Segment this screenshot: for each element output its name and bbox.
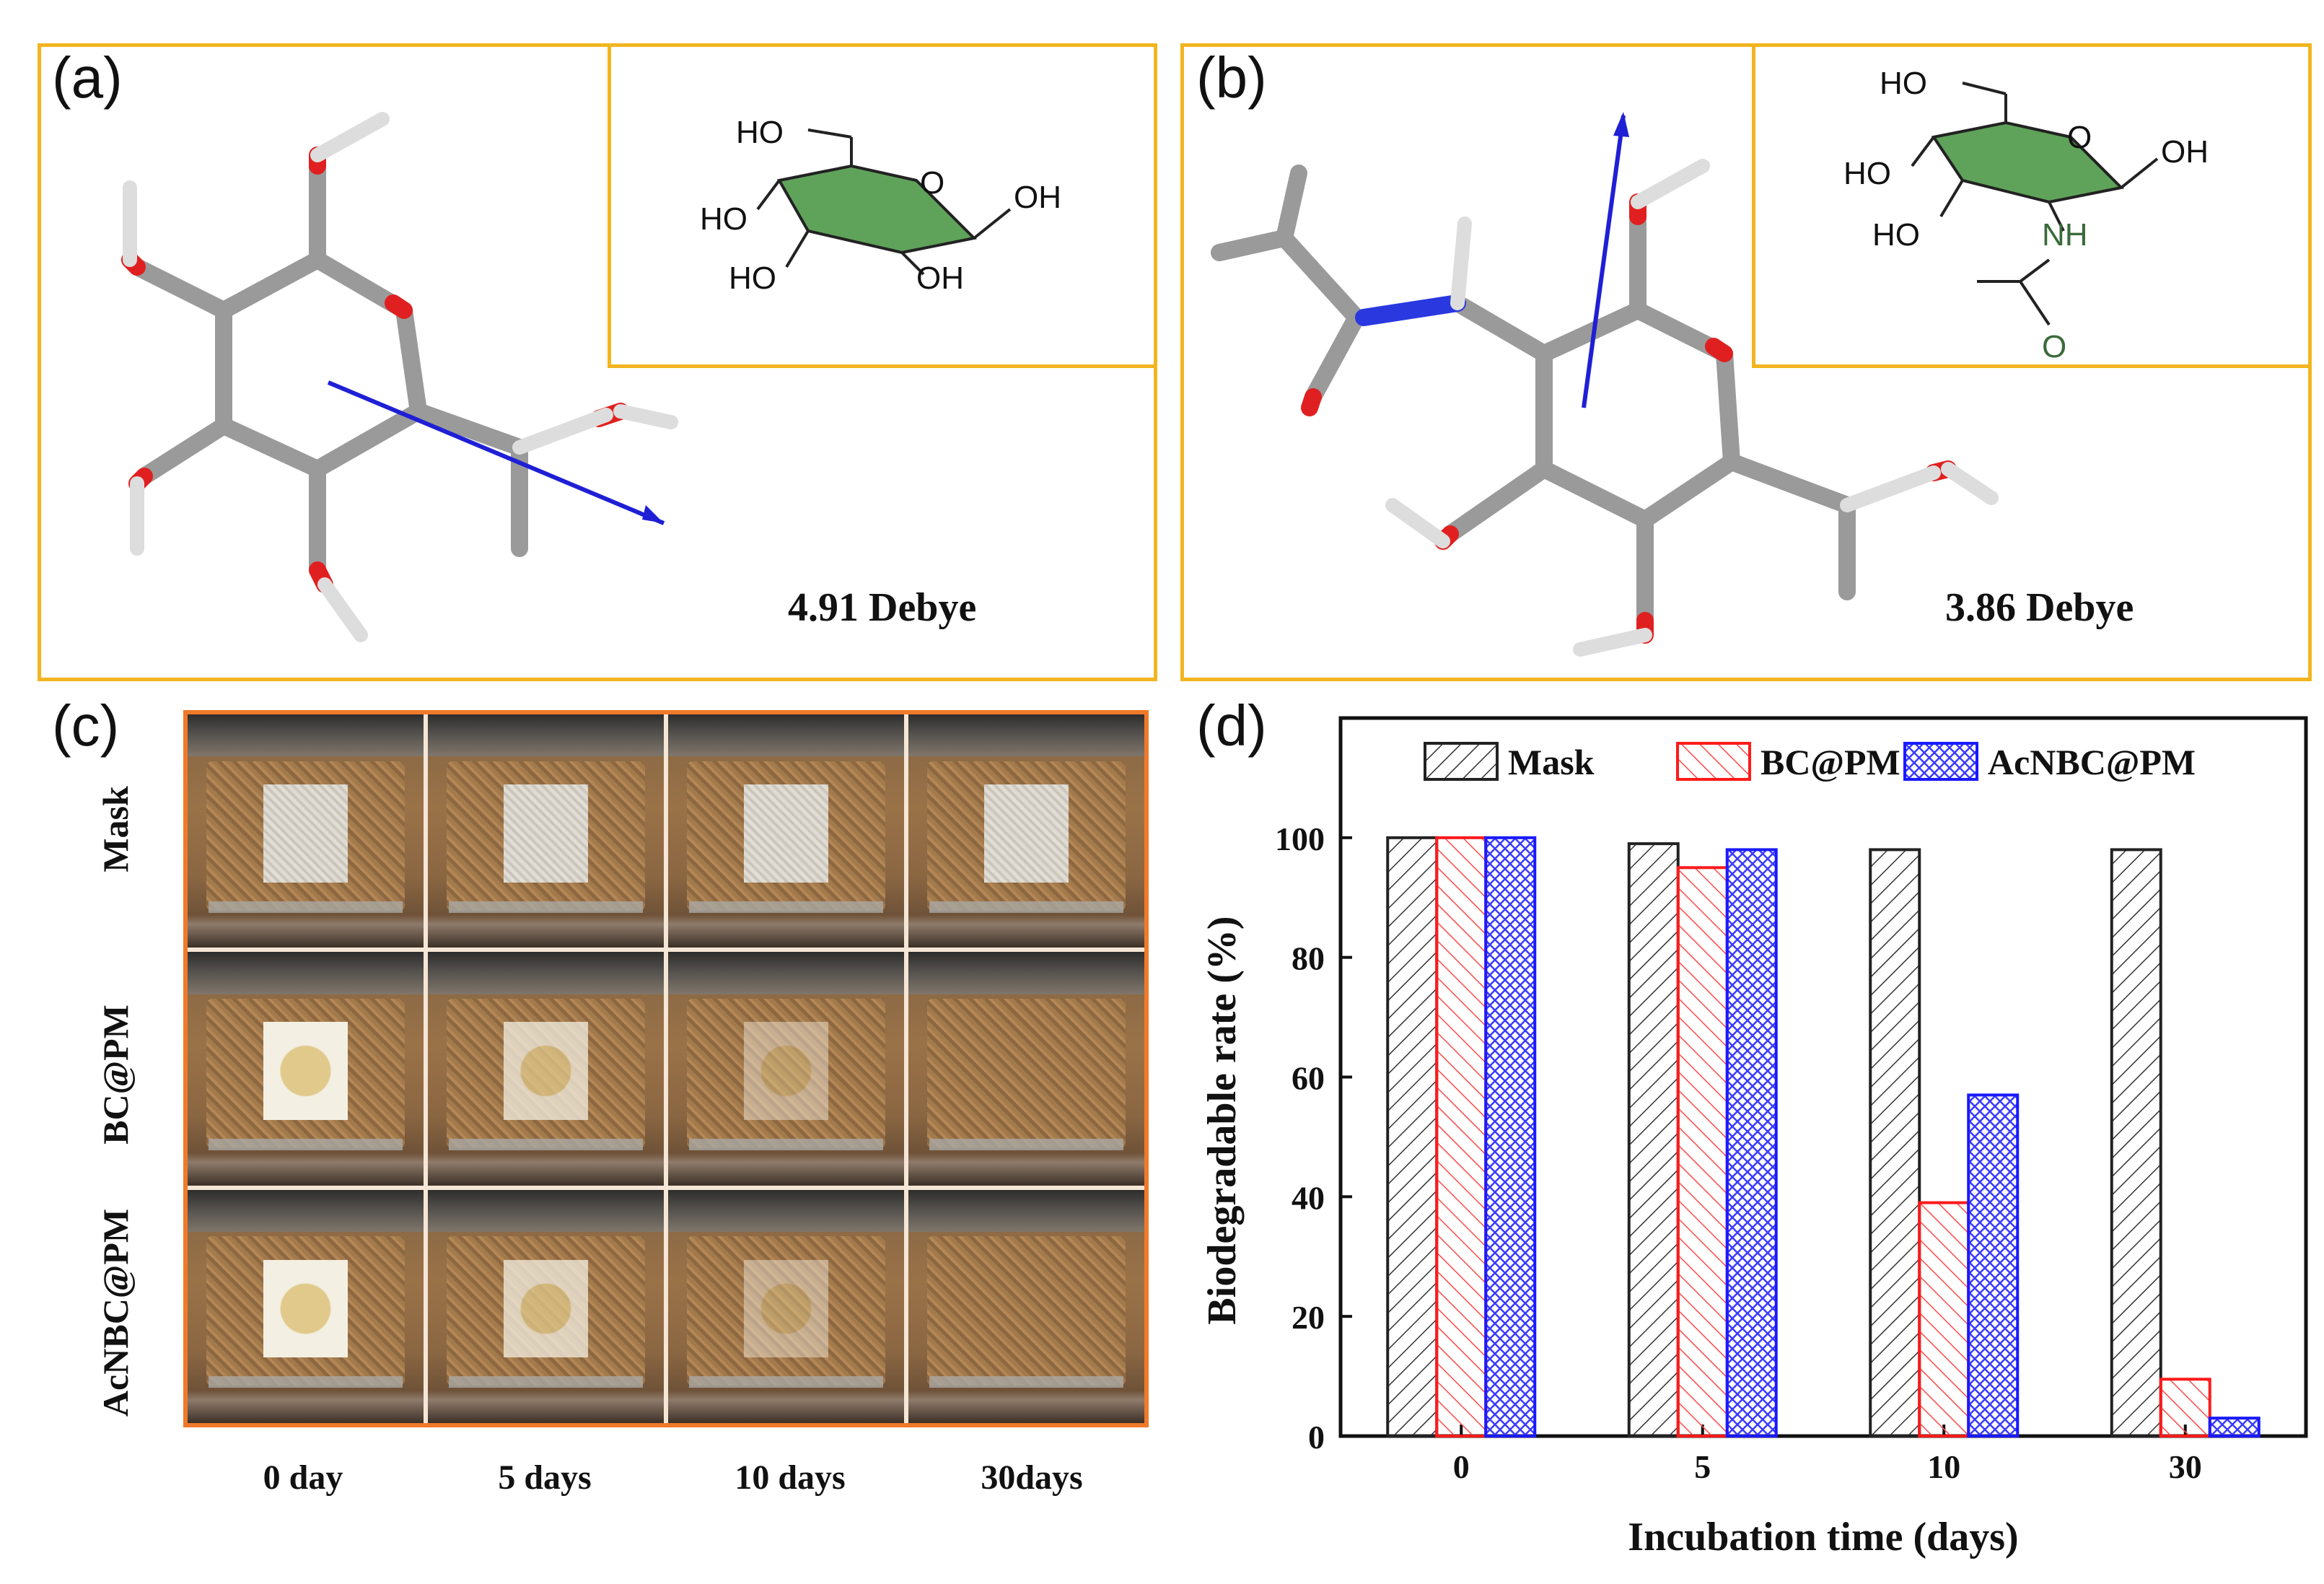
bar-bc-pm bbox=[1918, 1201, 1970, 1438]
photo-cell bbox=[668, 1189, 904, 1423]
bar-acnbc-pm bbox=[2208, 1417, 2261, 1438]
bar-acnbc-pm bbox=[1484, 836, 1537, 1438]
y-tick-label: 20 bbox=[1292, 1299, 1325, 1336]
panel-c-letter: (c) bbox=[52, 693, 120, 758]
y-tick-label: 80 bbox=[1292, 940, 1325, 977]
photo-grid bbox=[183, 710, 1149, 1427]
photo-cell bbox=[428, 952, 664, 1186]
y-tick-label: 100 bbox=[1275, 821, 1325, 857]
legend-swatch bbox=[1903, 742, 1978, 781]
photo-cell bbox=[428, 714, 664, 948]
panel-d-letter: (d) bbox=[1196, 693, 1267, 758]
sample-patch bbox=[263, 784, 348, 883]
bar-mask bbox=[1386, 836, 1439, 1438]
sample-patch bbox=[983, 784, 1069, 883]
sample-patch bbox=[503, 1259, 589, 1358]
legend-label: Mask bbox=[1508, 742, 1595, 782]
x-tick-label: 10 bbox=[1927, 1448, 1960, 1485]
bar-mask bbox=[1869, 848, 1921, 1438]
bar-mask bbox=[1627, 842, 1680, 1438]
panel-b-letter: (b) bbox=[1196, 45, 1267, 110]
panel-b-inset-frame bbox=[1752, 43, 2312, 368]
panel-a-inset-frame bbox=[608, 43, 1157, 368]
photo-cell bbox=[188, 1189, 424, 1423]
x-tick-label: 0 bbox=[1453, 1448, 1470, 1485]
sample-patch bbox=[743, 1259, 829, 1358]
legend-swatch bbox=[1676, 742, 1751, 781]
photo-cell bbox=[188, 714, 424, 948]
y-tick-label: 0 bbox=[1308, 1419, 1325, 1456]
photo-cell bbox=[188, 952, 424, 1186]
x-tick-label: 5 bbox=[1694, 1448, 1711, 1485]
sample-patch bbox=[503, 784, 589, 883]
photo-cell bbox=[668, 714, 904, 948]
y-axis-label: Biodegradable rate (%) bbox=[1200, 916, 1245, 1324]
bar-acnbc-pm bbox=[1967, 1093, 2020, 1438]
y-tick-label: 40 bbox=[1292, 1179, 1325, 1216]
bar-acnbc-pm bbox=[1725, 848, 1778, 1438]
photo-cell bbox=[428, 1189, 664, 1423]
x-axis-label: Incubation time (days) bbox=[1628, 1515, 2018, 1559]
sample-patch bbox=[743, 784, 829, 883]
sample-patch bbox=[503, 1022, 589, 1121]
legend-label: BC@PM bbox=[1760, 742, 1900, 782]
x-tick-label: 30 bbox=[2169, 1448, 2202, 1485]
panel-b-dipole-label: 3.86 Debye bbox=[1945, 585, 2134, 630]
bar-mask bbox=[2110, 848, 2162, 1438]
legend-swatch bbox=[1424, 742, 1499, 781]
photo-cell bbox=[668, 952, 904, 1186]
photo-cell bbox=[908, 714, 1144, 948]
photo-cell bbox=[908, 1189, 1144, 1423]
sample-patch bbox=[743, 1022, 829, 1121]
col-label-5-days: 5 days bbox=[498, 1458, 592, 1497]
panel-a-dipole-label: 4.91 Debye bbox=[788, 585, 977, 630]
photo-cell bbox=[908, 952, 1144, 1186]
bar-bc-pm bbox=[2159, 1378, 2211, 1438]
bar-bc-pm bbox=[1676, 866, 1729, 1438]
sample-patch bbox=[263, 1259, 348, 1358]
sample-patch bbox=[263, 1022, 348, 1121]
panel-a-letter: (a) bbox=[52, 45, 123, 110]
bar-bc-pm bbox=[1435, 836, 1488, 1438]
col-label-0-day: 0 day bbox=[263, 1458, 343, 1497]
legend-label: AcNBC@PM bbox=[1988, 742, 2196, 782]
col-label-30-days: 30days bbox=[981, 1458, 1083, 1497]
col-label-10-days: 10 days bbox=[735, 1458, 846, 1497]
y-tick-label: 60 bbox=[1292, 1060, 1325, 1097]
